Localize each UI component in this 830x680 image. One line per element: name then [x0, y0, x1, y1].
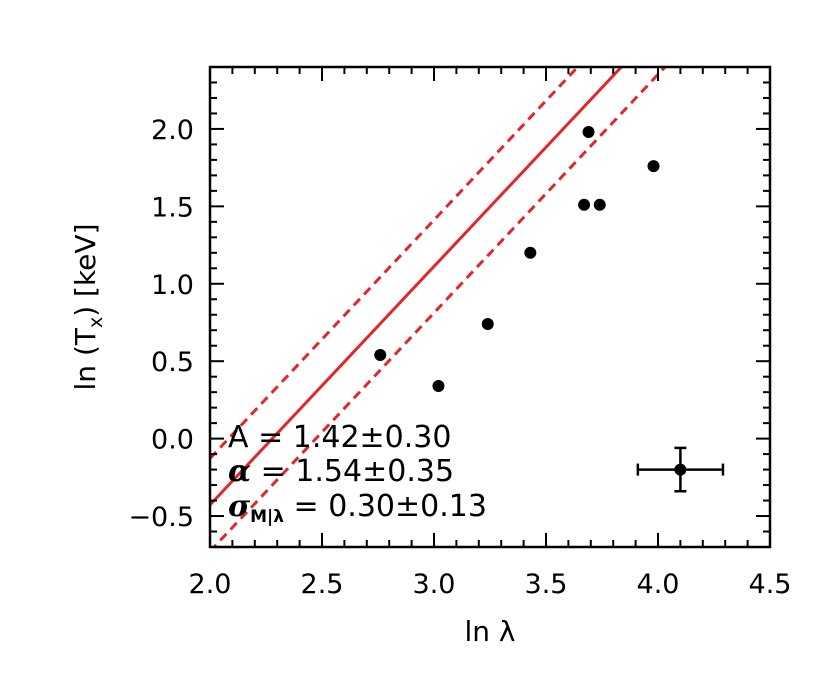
fit-annotation: A = 1.42±0.30	[228, 420, 451, 455]
y-axis-title-tail: ) [keV]	[69, 224, 102, 317]
y-tick-label: 1.0	[151, 270, 194, 301]
x-tick-label: 4.0	[637, 569, 680, 600]
data-point	[578, 198, 591, 211]
y-tick-label: 1.5	[151, 192, 194, 223]
axis-ticks	[209, 66, 771, 548]
data-point	[432, 379, 445, 392]
plot-frame	[208, 65, 772, 549]
y-tick-labels: −0.5 0.0 0.5 1.0 1.5 2.0	[128, 115, 194, 533]
annotation-value: = 1.42±0.30	[249, 420, 452, 455]
fit-line	[210, 67, 624, 506]
y-axis-title-main: ln (T	[69, 327, 102, 390]
y-tick-label: 0.0	[151, 425, 194, 456]
data-point	[593, 198, 606, 211]
x-tick-label: 3.5	[525, 569, 568, 600]
annotation-value: = 1.54±0.35	[251, 454, 454, 489]
data-point	[582, 126, 595, 139]
fit-annotation: σM|λ = 0.30±0.13	[228, 489, 487, 527]
fit-lines	[210, 67, 668, 547]
data-point	[524, 246, 537, 259]
y-tick-label: 2.0	[151, 115, 194, 146]
annotation-symbol: A	[228, 420, 249, 455]
data-point	[481, 318, 494, 331]
x-tick-label: 4.5	[749, 569, 792, 600]
y-axis-title: ln (Tx) [keV]	[69, 224, 107, 391]
x-tick-labels: 2.0 2.5 3.0 3.5 4.0 4.5	[189, 569, 792, 600]
y-tick-label: −0.5	[128, 502, 194, 533]
x-tick-label: 3.0	[413, 569, 456, 600]
x-tick-label: 2.0	[189, 569, 232, 600]
annotation-subscript: M|λ	[250, 507, 284, 527]
annotation-symbol: α	[228, 454, 251, 489]
fit-annotation: α = 1.54±0.35	[228, 454, 454, 489]
error-bar-point	[674, 463, 687, 476]
data-point	[647, 160, 660, 173]
data-points	[374, 126, 660, 392]
data-point	[374, 349, 387, 361]
x-tick-label: 2.5	[301, 569, 344, 600]
x-axis-title: ln λ	[465, 615, 516, 648]
y-axis-title-sub: x	[85, 317, 107, 328]
fit-upper-scatter-line	[210, 67, 580, 460]
annotation-value: = 0.30±0.13	[284, 489, 487, 524]
example-error-bar	[636, 446, 725, 493]
annotation-symbol: σ	[228, 489, 251, 524]
fit-lower-scatter-line	[212, 67, 668, 547]
y-tick-label: 0.5	[151, 347, 194, 378]
